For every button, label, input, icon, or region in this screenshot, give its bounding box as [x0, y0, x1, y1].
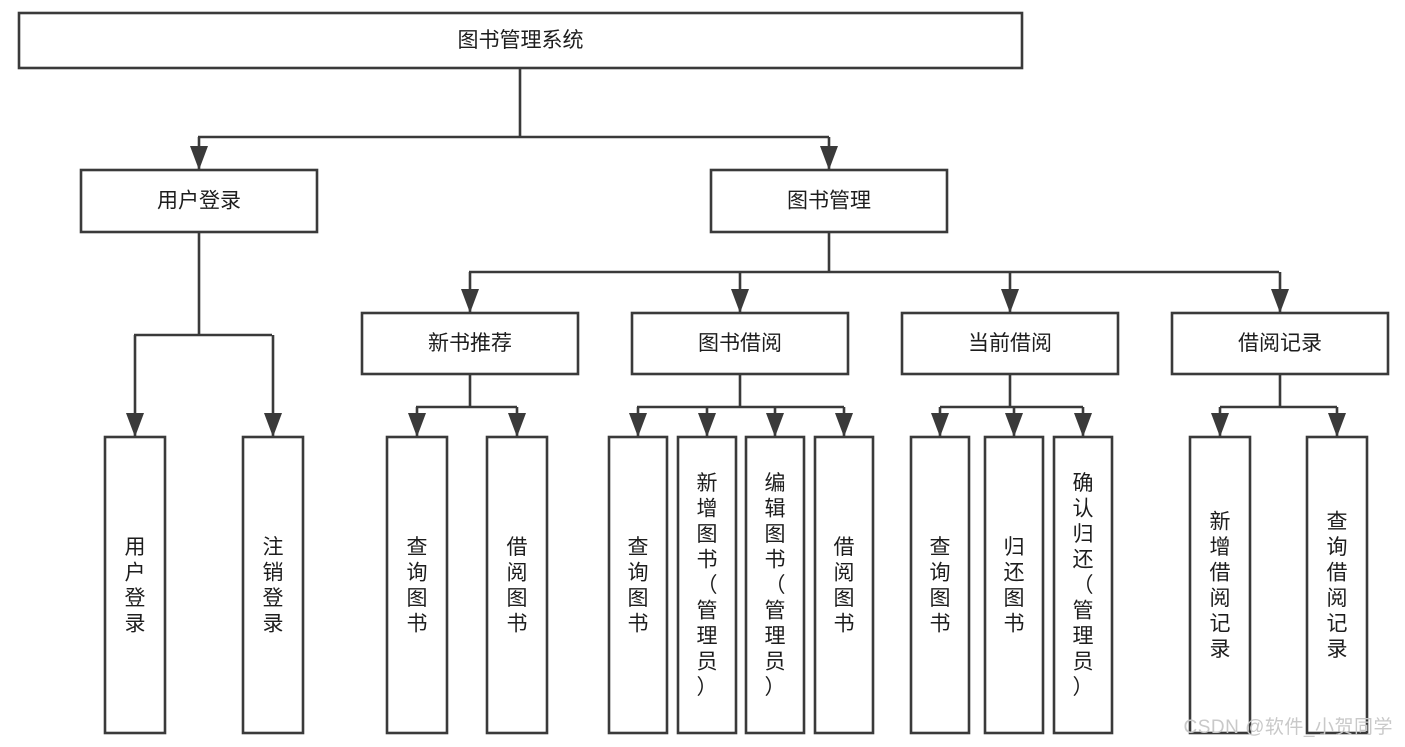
node-leaf-query-book-3[interactable]: 查询图书 [909, 435, 971, 735]
arrow-down-icon [731, 289, 749, 313]
node-label: 查询借阅记录 [1327, 510, 1348, 661]
node-box [485, 435, 549, 735]
node-leaf-query-book-2[interactable]: 查询图书 [607, 435, 669, 735]
node-box [103, 435, 167, 735]
connector-group-user-login [126, 232, 282, 437]
connector-group-current-borrow [931, 374, 1092, 437]
node-label: 查询图书 [407, 536, 428, 636]
arrow-down-icon [1271, 289, 1289, 313]
arrow-down-icon [1005, 413, 1023, 437]
node-label: 当前借阅 [968, 332, 1052, 355]
node-box [79, 168, 319, 234]
arrow-down-icon [835, 413, 853, 437]
node-box [676, 435, 738, 735]
node-label: 借阅记录 [1238, 332, 1322, 355]
node-label: 借阅图书 [834, 536, 855, 636]
arrow-down-icon [126, 413, 144, 437]
arrow-down-icon [408, 413, 426, 437]
node-layer: 图书管理系统用户登录图书管理新书推荐图书借阅当前借阅借阅记录用户登录注销登录查询… [17, 11, 1390, 735]
node-label: 图书管理 [787, 190, 871, 213]
connector-group-new-book-rec [408, 374, 526, 437]
arrow-down-icon [931, 413, 949, 437]
node-leaf-confirm-return[interactable]: 确认归还（管理员） [1052, 435, 1114, 735]
arrow-down-icon [698, 413, 716, 437]
node-label: 图书管理系统 [458, 29, 584, 52]
arrow-down-icon [190, 146, 208, 170]
node-box [744, 435, 806, 735]
node-box [17, 11, 1024, 70]
node-label: 编辑图书（管理员） [765, 472, 786, 699]
node-label: 注销登录 [263, 536, 284, 636]
node-book-manage[interactable]: 图书管理 [709, 168, 949, 234]
arrow-down-icon [461, 289, 479, 313]
node-book-borrow[interactable]: 图书借阅 [630, 311, 850, 376]
arrow-down-icon [1211, 413, 1229, 437]
node-box [607, 435, 669, 735]
node-box [813, 435, 875, 735]
csdn-watermark: CSDN @软件_小贺同学 [1183, 717, 1393, 738]
node-box [900, 311, 1120, 376]
arrow-down-icon [264, 413, 282, 437]
connector-group-book-borrow [629, 374, 853, 437]
arrow-down-icon [1328, 413, 1346, 437]
node-box [1052, 435, 1114, 735]
node-leaf-user-login[interactable]: 用户登录 [103, 435, 167, 735]
node-label: 新增借阅记录 [1210, 510, 1231, 661]
node-leaf-query-record[interactable]: 查询借阅记录 [1305, 435, 1369, 735]
node-box [1188, 435, 1252, 735]
node-box [385, 435, 449, 735]
node-label: 用户登录 [157, 190, 241, 213]
node-label: 用户登录 [125, 536, 146, 636]
node-box [241, 435, 305, 735]
node-box [709, 168, 949, 234]
arrow-down-icon [629, 413, 647, 437]
node-box [983, 435, 1045, 735]
arrow-down-icon [820, 146, 838, 170]
node-box [360, 311, 580, 376]
connector-group-root [190, 68, 838, 170]
node-label: 查询图书 [930, 536, 951, 636]
node-leaf-borrow-book-2[interactable]: 借阅图书 [813, 435, 875, 735]
node-label: 借阅图书 [507, 536, 528, 636]
arrow-down-icon [766, 413, 784, 437]
node-box [1305, 435, 1369, 735]
node-label: 归还图书 [1004, 536, 1025, 636]
node-root[interactable]: 图书管理系统 [17, 11, 1024, 70]
node-borrow-record[interactable]: 借阅记录 [1170, 311, 1390, 376]
node-leaf-add-record[interactable]: 新增借阅记录 [1188, 435, 1252, 735]
node-label: 新增图书（管理员） [697, 472, 718, 699]
node-box [1170, 311, 1390, 376]
node-label: 图书借阅 [698, 332, 782, 355]
connector-group-book-manage [461, 232, 1289, 313]
node-label: 确认归还（管理员） [1073, 472, 1094, 699]
node-new-book-rec[interactable]: 新书推荐 [360, 311, 580, 376]
connector-layer [126, 68, 1346, 437]
arrow-down-icon [508, 413, 526, 437]
node-leaf-query-book-1[interactable]: 查询图书 [385, 435, 449, 735]
node-leaf-edit-book[interactable]: 编辑图书（管理员） [744, 435, 806, 735]
node-label: 查询图书 [628, 536, 649, 636]
node-leaf-return-book[interactable]: 归还图书 [983, 435, 1045, 735]
arrow-down-icon [1001, 289, 1019, 313]
arrow-down-icon [1074, 413, 1092, 437]
node-leaf-borrow-book-1[interactable]: 借阅图书 [485, 435, 549, 735]
connector-group-borrow-record [1211, 374, 1346, 437]
node-leaf-logout[interactable]: 注销登录 [241, 435, 305, 735]
node-box [630, 311, 850, 376]
node-user-login[interactable]: 用户登录 [79, 168, 319, 234]
node-box [909, 435, 971, 735]
node-current-borrow[interactable]: 当前借阅 [900, 311, 1120, 376]
node-leaf-add-book[interactable]: 新增图书（管理员） [676, 435, 738, 735]
node-label: 新书推荐 [428, 332, 512, 355]
